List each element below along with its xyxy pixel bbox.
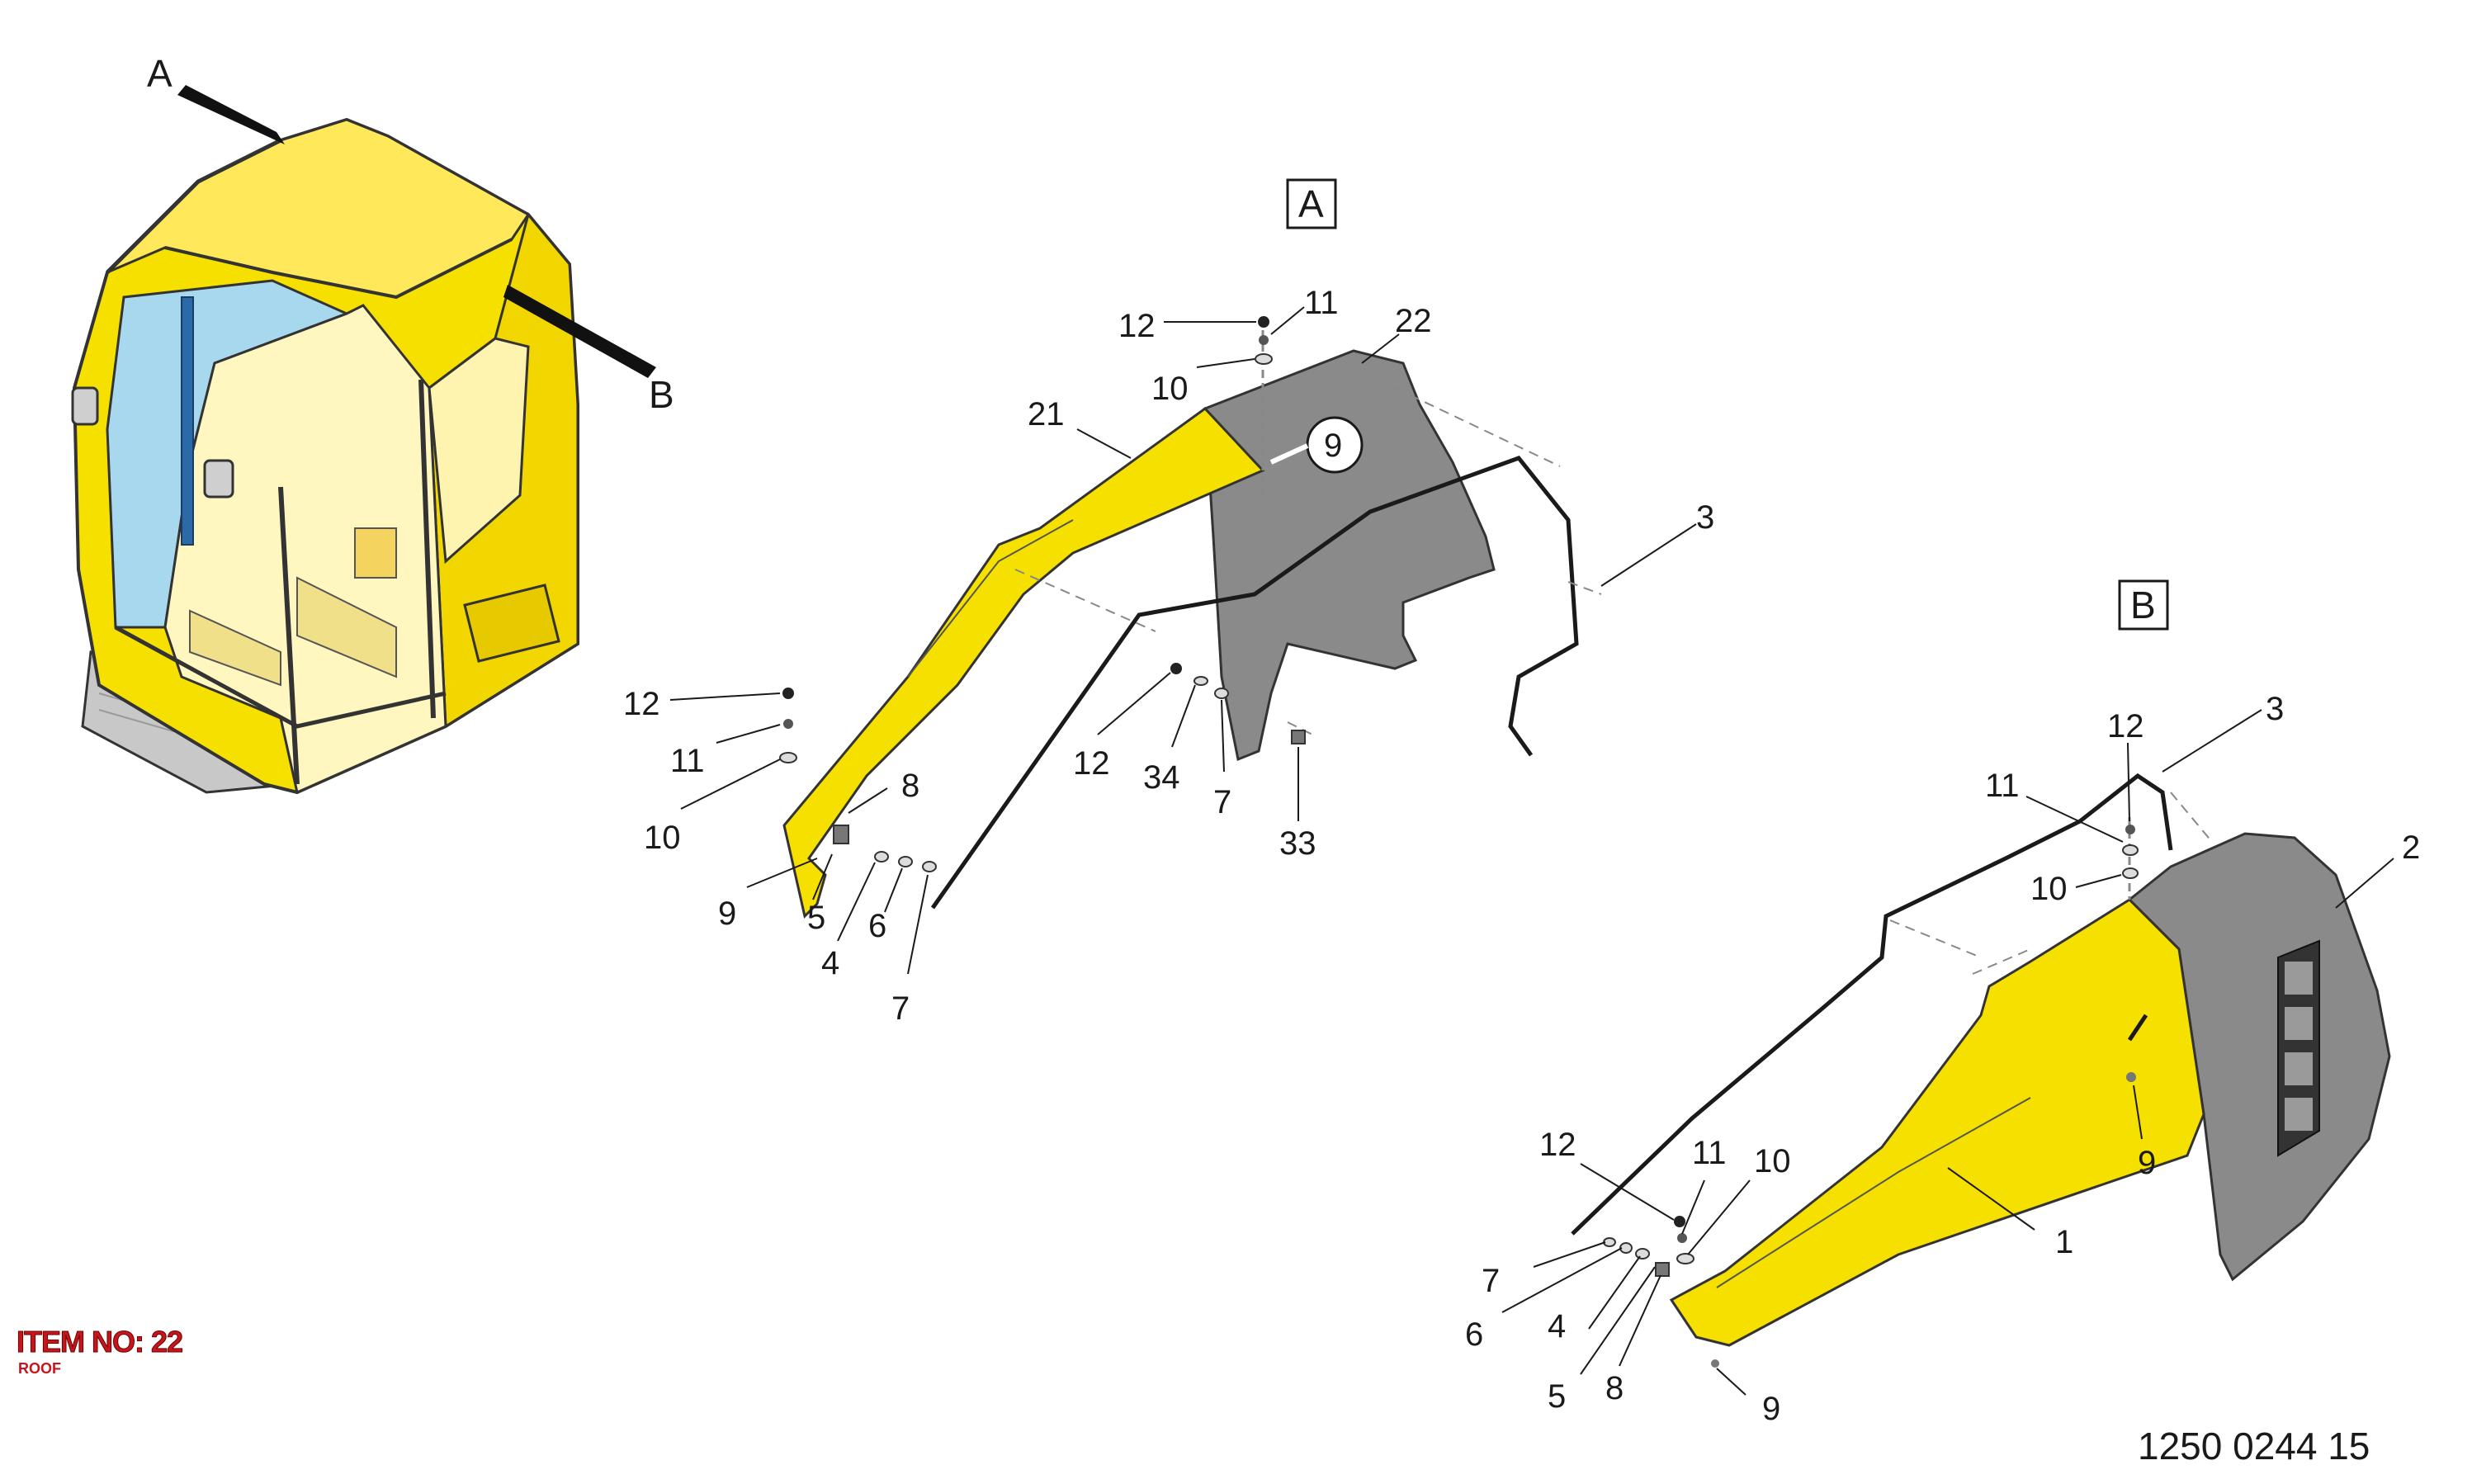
callout-a-8: 8 [901,768,919,804]
item-name: ROOF [18,1360,61,1377]
callout-b-7: 7 [1482,1263,1500,1299]
item-number-label: ITEM NO: 22 [16,1325,183,1359]
callout-a-3: 3 [1696,499,1714,536]
callout-a-7-mid: 7 [1213,784,1231,820]
callout-b-10-top: 10 [2030,871,2068,907]
view-b: B [1465,579,2420,1427]
view-b-title-box [2118,579,2169,631]
callout-b-9-right: 9 [2138,1145,2156,1181]
callout-a-10-left: 10 [644,820,681,856]
view-marker-a: A [147,52,173,95]
gray-panel-2 [2127,832,2391,1282]
callout-a-9-left: 9 [718,896,736,932]
view-a-title: A [1298,182,1324,225]
callout-a-12-mid: 12 [1073,745,1110,782]
seal-3-view-a [930,456,1579,910]
callout-a-22: 22 [1395,303,1432,339]
callout-b-11-low: 11 [1692,1135,1727,1171]
callout-a-6: 6 [868,908,886,944]
callout-a-5: 5 [807,900,825,936]
callout-a-12-left: 12 [623,686,660,722]
view-arrow-a: A [147,52,285,144]
callout-b-9-bottom: 9 [1762,1391,1780,1427]
callout-b-12-top: 12 [2107,708,2144,744]
callout-b-4: 4 [1548,1308,1566,1345]
callout-b-5: 5 [1548,1378,1566,1415]
view-marker-b: B [649,373,674,416]
view-a: A 9 [623,178,1714,1027]
callout-a-11-left: 11 [670,743,705,779]
cab-overview [71,117,579,795]
callout-a-7-bottom: 7 [891,990,910,1027]
view-b-title: B [2130,584,2156,626]
callout-b-8: 8 [1605,1370,1624,1406]
callout-b-11-top: 11 [1985,768,2020,804]
callout-a-4: 4 [821,945,839,981]
yellow-beam-21 [782,407,1265,919]
view-a-title-box [1286,178,1337,229]
callout-b-2: 2 [2402,829,2420,866]
callout-a-10-top: 10 [1151,371,1189,407]
view-arrow-b: B [503,285,674,416]
yellow-beam-1 [1669,898,2205,1347]
callout-b-12-low: 12 [1539,1127,1576,1163]
callout-a-12-top: 12 [1118,308,1156,344]
callout-a-33: 33 [1279,825,1316,862]
callout-b-1: 1 [2055,1224,2073,1260]
gray-panel-22 [1203,349,1496,762]
callout-a-34: 34 [1143,759,1180,796]
callout-b-6: 6 [1465,1316,1483,1353]
callout-b-10-low: 10 [1754,1143,1791,1179]
seal-3-view-b [1571,773,2173,1236]
callout-a-21: 21 [1028,396,1065,432]
callout-b-3: 3 [2266,691,2284,727]
callout-a-9-circle: 9 [1324,428,1342,464]
callout-a-11-top: 11 [1304,285,1339,321]
document-number: 1250 0244 15 [2138,1425,2370,1467]
